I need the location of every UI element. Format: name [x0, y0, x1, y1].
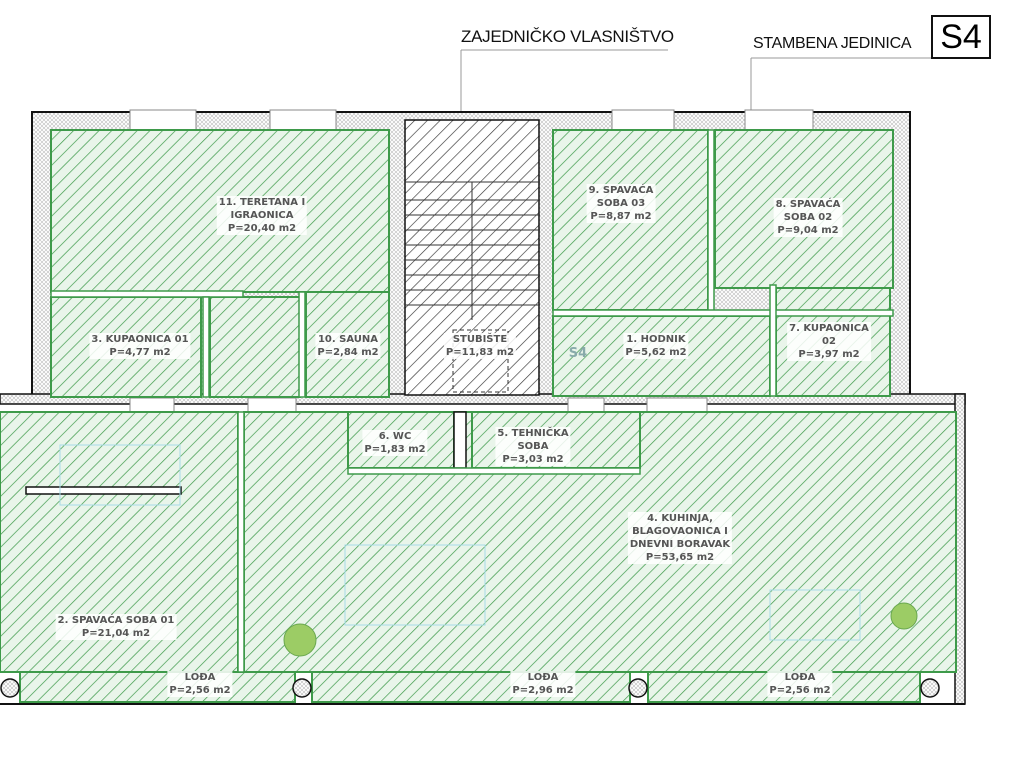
unit-title: STAMBENA JEDINICA: [753, 35, 912, 52]
common-area-title: ZAJEDNIČKO VLASNIŠTVO: [461, 27, 674, 46]
columns: [0, 678, 940, 698]
leader-lines: [460, 49, 985, 120]
room-passage: [209, 296, 301, 398]
stair-area: [404, 119, 540, 396]
loggia-2: [311, 671, 631, 703]
hallway-tag: S4: [568, 346, 588, 361]
loggia-1: [19, 671, 296, 703]
interior-walls: [25, 129, 894, 673]
unit-code-badge: S4: [931, 15, 991, 59]
furniture: [59, 444, 918, 657]
